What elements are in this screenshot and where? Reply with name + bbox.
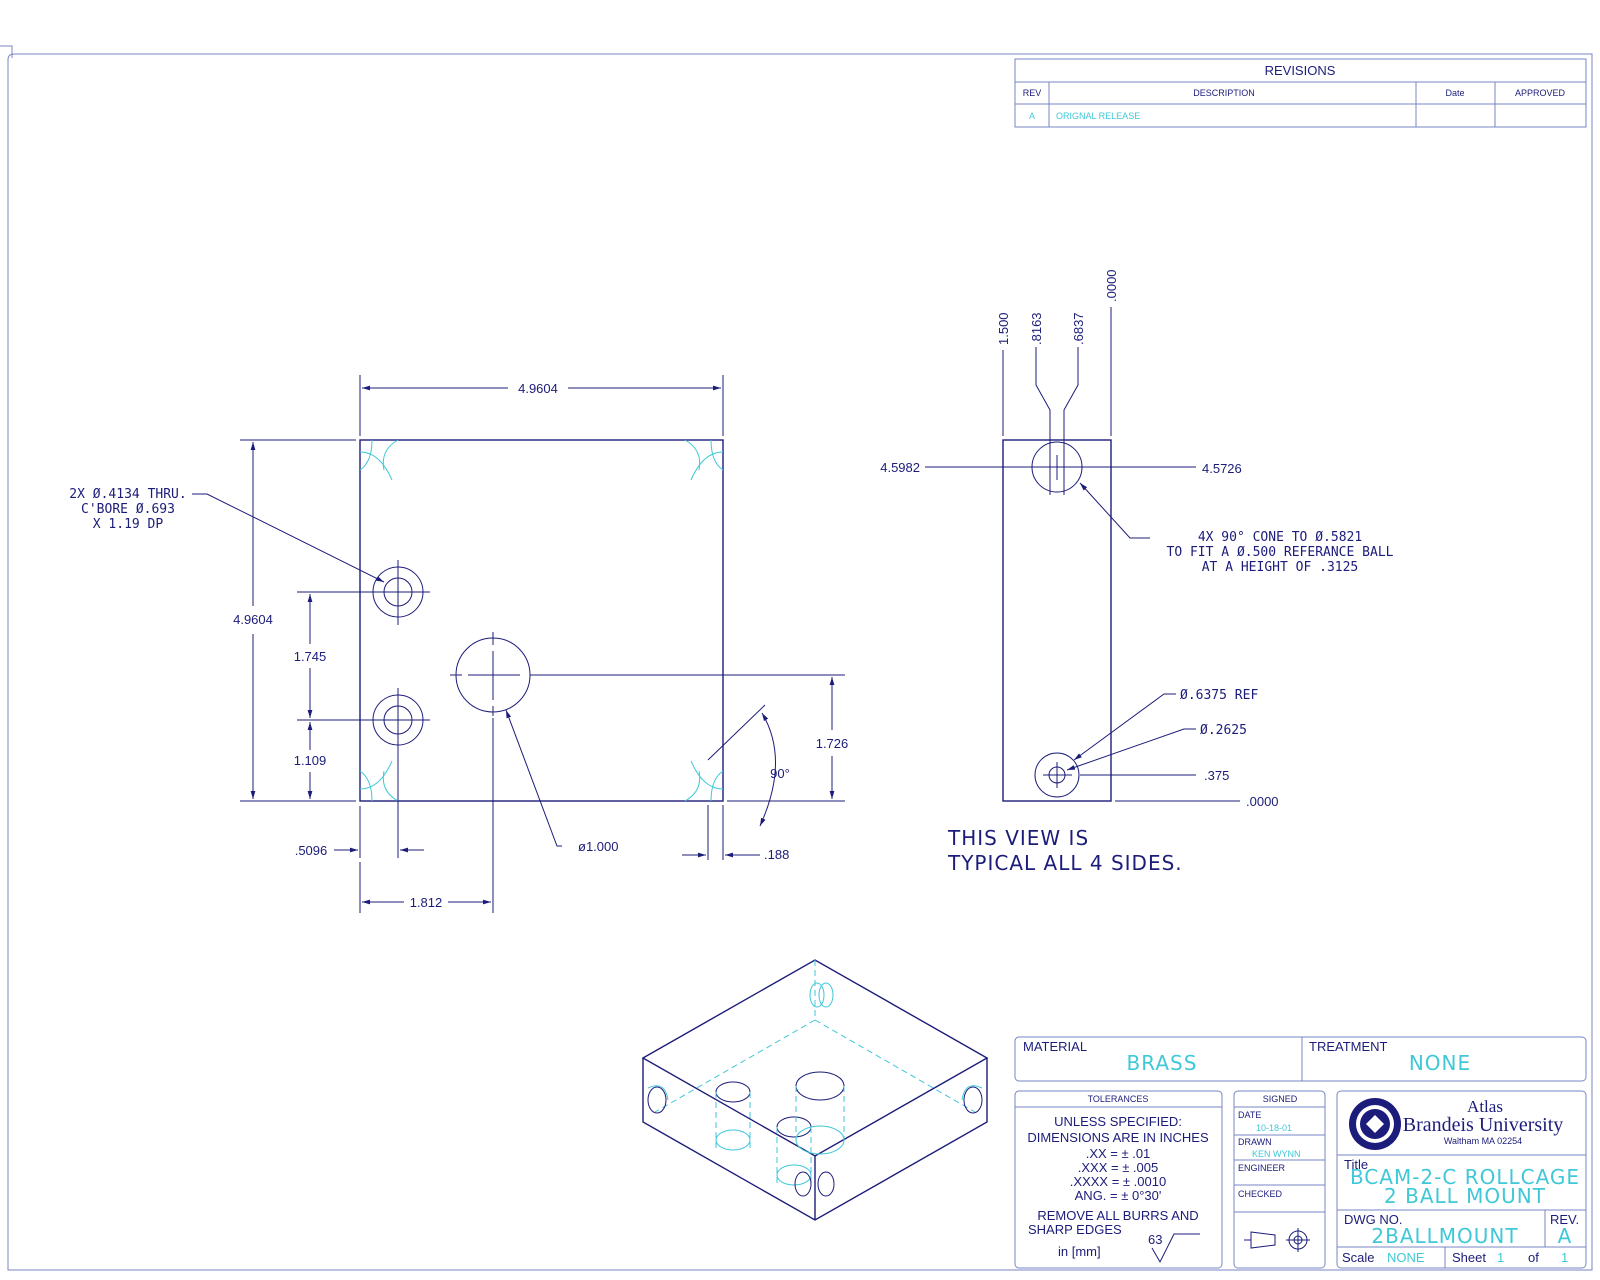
rev-header: REV: [1023, 88, 1042, 98]
cone-note-line1: 4X 90° CONE TO Ø.5821: [1198, 530, 1362, 545]
rev-value: A: [1558, 1224, 1573, 1248]
counterbore-hole-lower: [365, 688, 430, 752]
cone-note-line3: AT A HEIGHT OF .3125: [1202, 560, 1359, 575]
university-seal-icon: [1349, 1098, 1401, 1150]
tolerances-header: TOLERANCES: [1088, 1094, 1149, 1104]
revisions-title: REVISIONS: [1265, 63, 1336, 78]
spacing-dimension: 1.745: [294, 649, 327, 664]
drawing-title-line1: BCAM-2-C ROLLCAGE: [1350, 1165, 1580, 1189]
chamfer-dimension: .188: [764, 847, 789, 862]
burrs-line2: SHARP EDGES: [1028, 1222, 1122, 1237]
dimension-6837: .6837: [1071, 312, 1086, 345]
date-header: Date: [1445, 88, 1464, 98]
side-view: 1.500 .8163 .6837 .0000 4.5982 4.5726 4X…: [880, 269, 1393, 875]
title-label: Title: [1344, 1157, 1368, 1172]
material-label: MATERIAL: [1023, 1039, 1087, 1054]
revisions-table: REVISIONS REV DESCRIPTION Date APPROVED …: [1014, 58, 1587, 128]
tolerance-line3: .XX = ± .01: [1086, 1146, 1151, 1161]
drawn-label: DRAWN: [1238, 1137, 1272, 1147]
org-line3: Waltham MA 02254: [1444, 1136, 1522, 1146]
tolerance-line4: .XXX = ± .005: [1078, 1160, 1159, 1175]
tolerance-line5: .XXXX = ± .0010: [1070, 1174, 1166, 1189]
date-label: DATE: [1238, 1110, 1261, 1120]
surface-finish-value: 63: [1148, 1232, 1162, 1247]
view-note-line2: TYPICAL ALL 4 SIDES.: [947, 851, 1183, 875]
sheet-frame: [0, 45, 1593, 1271]
of-label: of: [1528, 1250, 1539, 1265]
rev-label: REV.: [1550, 1212, 1579, 1227]
sheet-value: 1: [1497, 1250, 1504, 1265]
left-offset-dimension: .5096: [295, 843, 328, 858]
hole-callout-line2: C'BORE Ø.693: [81, 502, 175, 517]
revision-row-rev: A: [1029, 111, 1035, 121]
checked-label: CHECKED: [1238, 1189, 1283, 1199]
engineer-label: ENGINEER: [1238, 1163, 1286, 1173]
of-value: 1: [1561, 1250, 1568, 1265]
dimension-1500: 1.500: [996, 312, 1011, 345]
hole-callout-line3: X 1.19 DP: [93, 517, 164, 532]
center-x-dimension: 1.812: [410, 895, 443, 910]
scale-value: NONE: [1387, 1250, 1425, 1265]
revision-row-description: ORIGNAL RELEASE: [1056, 111, 1140, 121]
surface-finish-icon: [1151, 1233, 1200, 1264]
tolerance-line1: UNLESS SPECIFIED:: [1054, 1114, 1182, 1129]
date-value: 10-18-01: [1256, 1123, 1292, 1133]
dimension-45982: 4.5982: [880, 460, 920, 475]
title-block: MATERIAL BRASS TREATMENT NONE TOLERANCES…: [1014, 1036, 1587, 1269]
tolerance-line2: DIMENSIONS ARE IN INCHES: [1027, 1130, 1209, 1145]
dimension-0000-bottom: .0000: [1246, 794, 1279, 809]
dwg-label: DWG NO.: [1344, 1212, 1403, 1227]
burrs-line1: REMOVE ALL BURRS AND: [1037, 1208, 1198, 1223]
org-line2: Brandeis University: [1403, 1114, 1564, 1136]
dimension-45726: 4.5726: [1202, 461, 1242, 476]
dwg-value: 2BALLMOUNT: [1371, 1224, 1518, 1248]
large-hole: [450, 632, 845, 716]
hole-callout-line1: 2X Ø.4134 THRU.: [69, 487, 186, 502]
drawn-value: KEN WYNN: [1252, 1149, 1301, 1159]
description-header: DESCRIPTION: [1193, 88, 1255, 98]
dimension-375: .375: [1204, 768, 1229, 783]
lower-hole-dimension: 1.109: [294, 753, 327, 768]
signed-header: SIGNED: [1263, 1094, 1298, 1104]
sheet-label: Sheet: [1452, 1250, 1486, 1265]
view-note-line1: THIS VIEW IS: [947, 826, 1089, 850]
tolerance-line6: ANG. = ± 0°30': [1075, 1188, 1162, 1203]
isometric-view: [641, 959, 989, 1221]
projection-symbol-icon: [1244, 1228, 1310, 1252]
units-text: in [mm]: [1058, 1244, 1101, 1259]
large-hole-diameter: ø1.000: [578, 839, 618, 854]
width-dimension: 4.9604: [518, 381, 558, 396]
approved-header: APPROVED: [1515, 88, 1566, 98]
drawing-title-line2: 2 BALL MOUNT: [1384, 1184, 1546, 1208]
cone-note-line2: TO FIT A Ø.500 REFERANCE BALL: [1167, 545, 1394, 560]
org-line1: Atlas: [1467, 1097, 1503, 1116]
dimension-6375: Ø.6375 REF: [1180, 688, 1258, 703]
scale-label: Scale: [1342, 1250, 1375, 1265]
angle-dimension: 90°: [770, 766, 790, 781]
top-view: 4.9604 4.9604 2X Ø.4134 THRU. C'BORE Ø.6…: [69, 375, 848, 913]
large-hole-y-dimension: 1.726: [816, 736, 849, 751]
treatment-label: TREATMENT: [1309, 1039, 1388, 1054]
dimension-8163: .8163: [1029, 312, 1044, 345]
dimension-2625: Ø.2625: [1200, 723, 1247, 738]
side-outline: [1002, 439, 1112, 802]
block-outline: [359, 439, 724, 802]
dimension-0000-top: .0000: [1104, 269, 1119, 302]
treatment-value: NONE: [1409, 1051, 1471, 1075]
height-dimension: 4.9604: [233, 612, 273, 627]
material-value: BRASS: [1127, 1051, 1198, 1075]
counterbore-hole-upper: [365, 560, 430, 625]
